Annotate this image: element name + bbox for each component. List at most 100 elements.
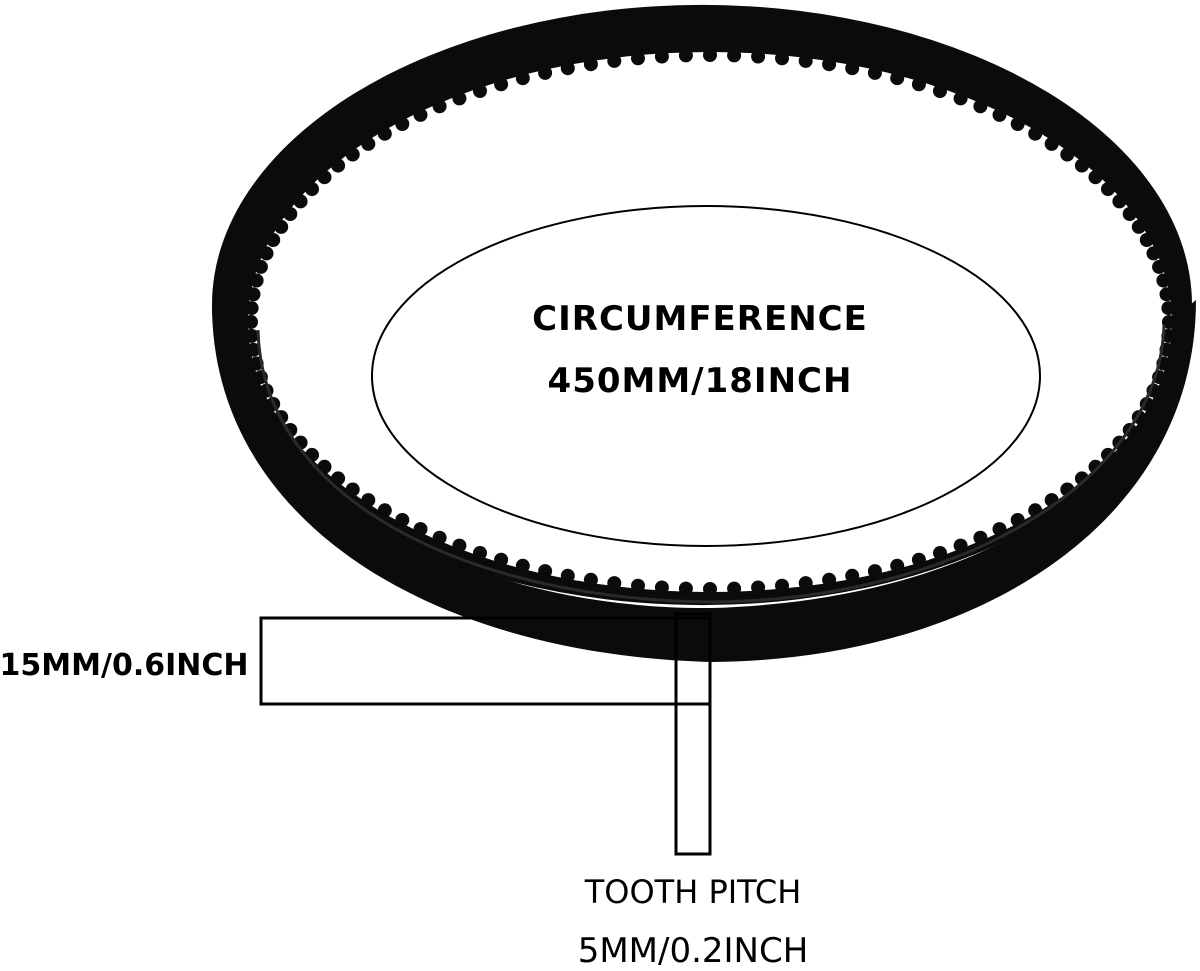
belt-tooth — [822, 57, 837, 72]
belt-tooth — [953, 538, 968, 553]
belt-tooth — [703, 582, 717, 596]
belt-tooth — [1131, 219, 1146, 234]
belt-tooth — [953, 91, 968, 106]
belt-tooth — [1159, 287, 1174, 302]
belt-tooth — [654, 49, 669, 64]
belt-tooth — [1028, 126, 1043, 141]
pitch-callout-box — [674, 612, 712, 856]
belt-tooth — [274, 219, 289, 234]
belt-tooth — [867, 564, 882, 579]
belt-tooth — [377, 503, 392, 518]
belt-tooth — [1122, 207, 1137, 221]
belt-tooth — [845, 568, 860, 583]
belt-tooth — [1152, 259, 1167, 274]
belt-tooth — [452, 91, 467, 106]
belt-tooth — [377, 126, 392, 141]
belt-tooth — [331, 471, 346, 486]
belt-tooth — [890, 558, 905, 573]
width-label: 15MM/0.6INCH — [0, 648, 248, 683]
belt-tooth — [253, 259, 268, 274]
belt-tooth — [775, 578, 789, 593]
belt-tooth — [395, 117, 410, 131]
belt-tooth — [911, 552, 926, 567]
belt-tooth — [1162, 315, 1176, 329]
belt-tooth — [560, 568, 575, 583]
belt-tooth — [845, 61, 860, 76]
belt-tooth — [631, 578, 645, 593]
pitch-value: 5MM/0.2INCH — [578, 931, 809, 971]
belt-tooth — [992, 107, 1007, 122]
belt-tooth — [775, 51, 789, 66]
belt-tooth — [244, 315, 258, 329]
belt-tooth — [890, 71, 905, 86]
belt-tooth — [244, 301, 259, 316]
belt-tooth — [751, 49, 766, 64]
belt-tooth — [1112, 194, 1127, 209]
belt-tooth — [452, 538, 467, 553]
belt-tooth — [432, 530, 447, 545]
belt-tooth — [1044, 136, 1059, 151]
belt-teeth — [244, 48, 1176, 596]
belt-tooth — [560, 61, 575, 76]
belt-tooth — [538, 564, 553, 579]
belt-tooth — [727, 581, 742, 596]
circumference-title: CIRCUMFERENCE — [532, 299, 868, 339]
belt-tooth — [798, 53, 813, 68]
belt-tooth — [1161, 301, 1176, 316]
belt-tooth — [473, 546, 487, 560]
belt-tooth — [703, 48, 717, 62]
belt-tooth — [305, 182, 319, 197]
belt-tooth — [607, 576, 622, 591]
belt-tooth — [249, 273, 264, 288]
belt-tooth — [395, 513, 410, 527]
belt-tooth — [867, 65, 882, 80]
belt-tooth — [494, 77, 509, 92]
belt-tooth — [973, 99, 988, 114]
belt-tooth — [933, 546, 947, 560]
belt-tooth — [317, 170, 332, 185]
circumference-ellipse — [371, 205, 1041, 547]
belt-tooth — [283, 207, 298, 221]
belt-tooth — [678, 581, 693, 596]
belt-tooth — [246, 342, 261, 357]
belt-tooth — [244, 328, 259, 343]
belt-tooth — [345, 147, 360, 162]
belt-tooth — [473, 84, 487, 98]
belt-tooth — [1088, 459, 1103, 474]
belt-tooth — [933, 84, 947, 98]
belt-tooth — [583, 57, 598, 72]
belt-tooth — [1060, 147, 1075, 162]
belt-tooth — [1074, 471, 1089, 486]
belt-tooth — [607, 53, 622, 68]
belt-inner-edge — [256, 324, 1166, 604]
belt-tooth — [494, 552, 509, 567]
belt-tooth — [798, 576, 813, 591]
belt-tooth — [1101, 182, 1115, 197]
belt-tooth — [911, 77, 926, 92]
belt-tooth — [361, 136, 376, 151]
belt-tooth — [1156, 273, 1171, 288]
belt-tooth — [317, 459, 332, 474]
belt-tooth — [1010, 117, 1025, 131]
belt-tooth — [973, 530, 988, 545]
belt-tooth — [432, 99, 447, 114]
belt-tooth — [331, 158, 346, 173]
belt-tooth — [631, 51, 645, 66]
belt-tooth — [515, 558, 530, 573]
belt-tooth — [751, 580, 766, 595]
belt-tooth — [538, 65, 553, 80]
pitch-title: TOOTH PITCH — [584, 873, 802, 911]
belt-tooth — [678, 48, 693, 63]
belt-tooth — [293, 194, 308, 209]
belt-tooth — [345, 482, 360, 497]
belt-tooth — [246, 287, 261, 302]
belt-tooth — [583, 572, 598, 587]
belt-tooth — [413, 522, 428, 537]
belt-tooth — [266, 233, 281, 247]
belt-tooth — [515, 71, 530, 86]
belt-tooth — [413, 107, 428, 122]
belt-tooth — [1088, 170, 1103, 185]
belt-tooth — [822, 572, 837, 587]
belt-tooth — [1146, 246, 1161, 261]
